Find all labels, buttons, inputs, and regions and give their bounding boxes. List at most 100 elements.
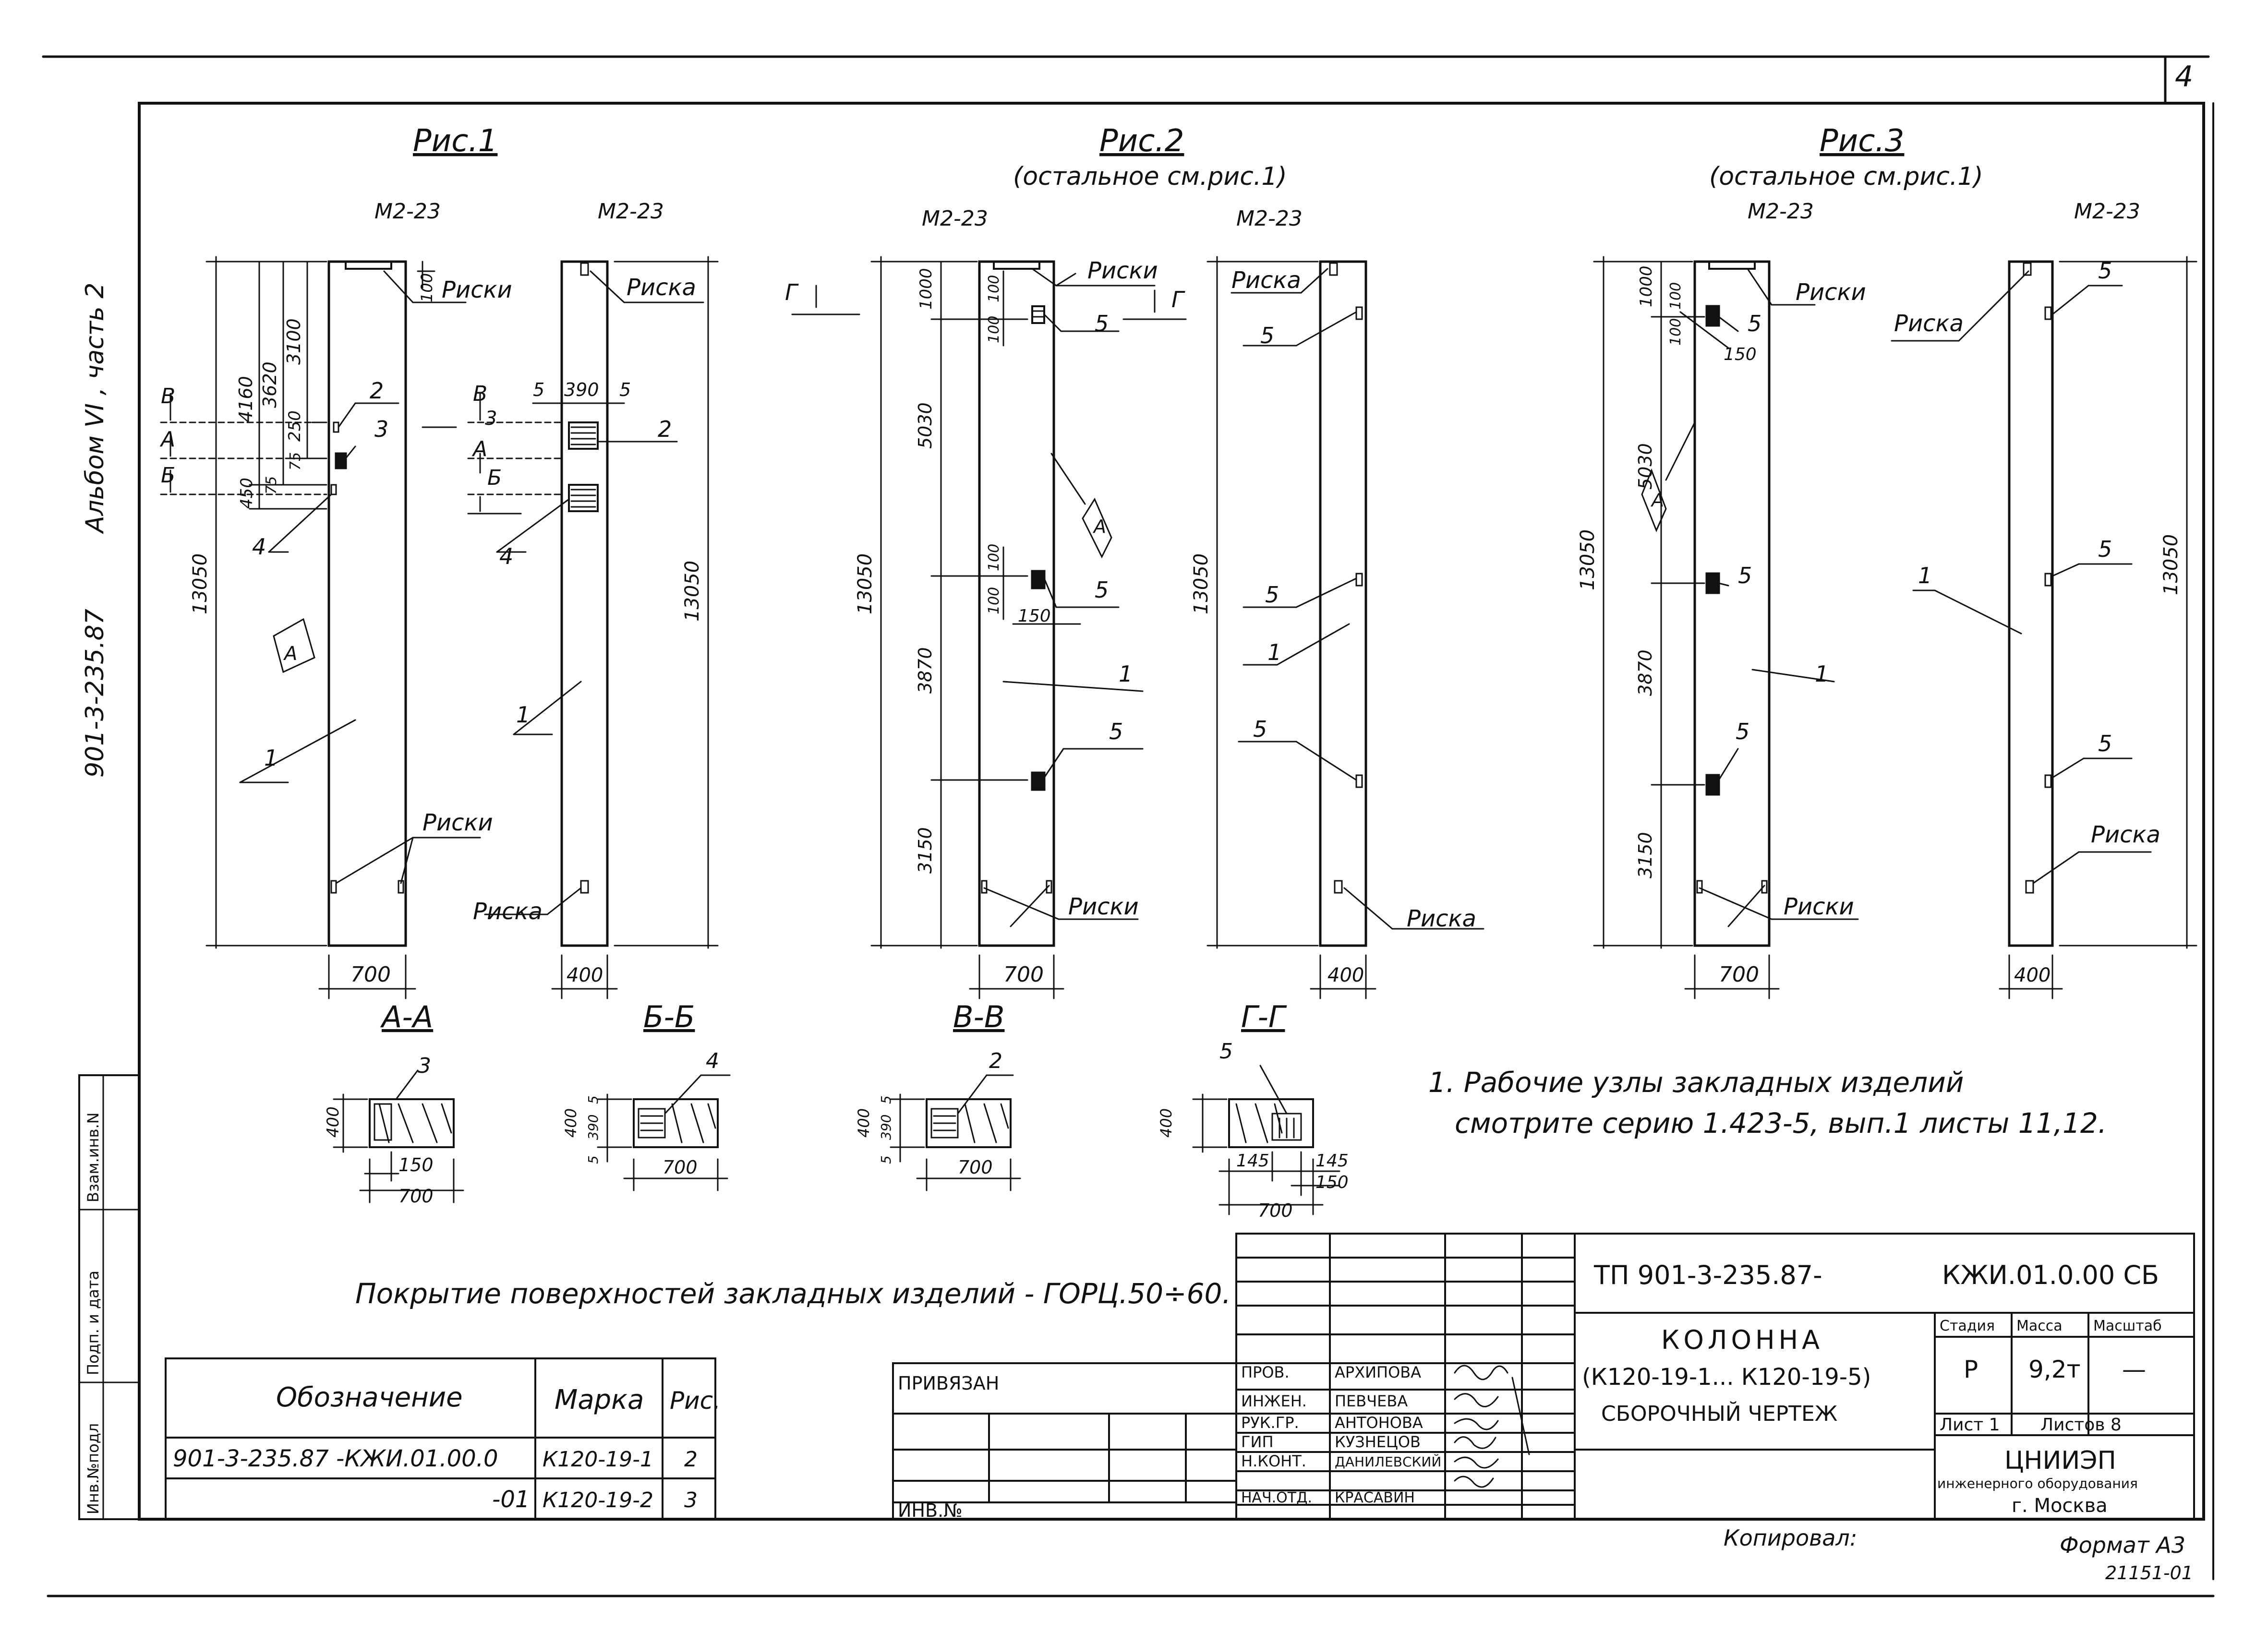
fig2s-riska-top: Риска bbox=[1231, 267, 1301, 294]
vv-dim-5b: 5 bbox=[878, 1155, 894, 1164]
fig1-callout-3: 3 bbox=[374, 416, 388, 442]
section-gg bbox=[1192, 1065, 1340, 1215]
bb-callout-4: 4 bbox=[706, 1049, 719, 1073]
vv-dim-400: 400 bbox=[855, 1108, 873, 1138]
tb-name-1: ПЕВЧЕВА bbox=[1335, 1392, 1408, 1410]
section-gg-title: Г-Г bbox=[1241, 999, 1287, 1034]
fig3-riski-top: Риски bbox=[1796, 279, 1866, 306]
fig2-callout-5b: 5 bbox=[1095, 577, 1109, 603]
fig2s-dim-400: 400 bbox=[1327, 964, 1364, 986]
fig1s-riska-bottom: Риска bbox=[473, 898, 543, 925]
fig2-callout-1: 1 bbox=[1119, 661, 1133, 687]
fig1s-dim-400: 400 bbox=[567, 964, 603, 986]
tb-name-3: КУЗНЕЦОВ bbox=[1335, 1433, 1421, 1451]
fig1-dimension-lines bbox=[160, 256, 481, 999]
gg-dim-700: 700 bbox=[1258, 1200, 1293, 1221]
tb-scale-label: Масштаб bbox=[2093, 1318, 2162, 1334]
fig3-note: (остальное см.рис.1) bbox=[1709, 162, 1983, 191]
fig3-callout-5a: 5 bbox=[1748, 311, 1761, 336]
fig1s-callout-4: 4 bbox=[499, 543, 513, 569]
spec-row2-fig: 3 bbox=[684, 1488, 698, 1512]
fig3-dim-150: 150 bbox=[1724, 345, 1757, 364]
fig3-dim-700: 700 bbox=[1719, 962, 1759, 987]
spec-header-designation: Обозначение bbox=[276, 1382, 463, 1413]
fig1s-cut-a: А bbox=[471, 437, 487, 461]
fig1-dim-75a: 75 bbox=[287, 452, 304, 470]
fig1-callout-4: 4 bbox=[252, 534, 266, 560]
gg-dim-400: 400 bbox=[1157, 1108, 1175, 1138]
fig3-dimension-lines bbox=[1593, 256, 1859, 999]
fig3-riski-bottom: Риски bbox=[1784, 893, 1854, 920]
fig1-front-view bbox=[327, 260, 407, 947]
tb-mass: 9,2т bbox=[2028, 1356, 2081, 1383]
note-line1: 1. Рабочие узлы закладных изделий bbox=[1428, 1066, 1964, 1099]
fig1-cut-a: А bbox=[159, 427, 175, 452]
fig1s-dim-5b: 5 bbox=[619, 379, 631, 400]
fig1-dim-250: 250 bbox=[285, 410, 304, 442]
tb-name-4: ДАНИЛЕВСКИЙ bbox=[1335, 1453, 1441, 1470]
fig1s-dim-390: 390 bbox=[564, 379, 599, 400]
bb-dim-5b: 5 bbox=[585, 1155, 601, 1164]
tb-name-0: АРХИПОВА bbox=[1335, 1363, 1421, 1381]
aa-dim-700: 700 bbox=[398, 1186, 434, 1207]
fig3s-riska-bottom: Риска bbox=[2091, 821, 2160, 848]
fig3-callout-5b: 5 bbox=[1738, 563, 1752, 588]
tb-role-0: ПРОВ. bbox=[1241, 1363, 1290, 1381]
vv-dim-390: 390 bbox=[878, 1115, 894, 1140]
spec-table bbox=[165, 1357, 716, 1520]
fig1-side-view bbox=[560, 260, 609, 947]
fig2-dim-100c: 100 bbox=[986, 544, 1002, 571]
fig1-side-dimensions bbox=[422, 256, 719, 999]
fig2-m223: М2-23 bbox=[922, 206, 988, 231]
tb-doc-code: ТП 901-3-235.87- bbox=[1593, 1260, 1822, 1290]
fig2-dim-13050: 13050 bbox=[854, 553, 876, 614]
signature-scribbles bbox=[1454, 1365, 1530, 1488]
aa-callout-3: 3 bbox=[418, 1054, 431, 1078]
spec-row2-designation: -01 bbox=[492, 1486, 530, 1513]
fig1-dim-13050: 13050 bbox=[189, 553, 211, 614]
fig1s-callout-1: 1 bbox=[516, 702, 530, 728]
fig3s-callout-1: 1 bbox=[1918, 563, 1932, 588]
fig1-dim-3100: 3100 bbox=[283, 318, 304, 365]
spec-header-mark: Марка bbox=[555, 1384, 644, 1416]
tb-role-5: НАЧ.ОТД. bbox=[1241, 1489, 1312, 1506]
fig1-m223: М2-23 bbox=[374, 199, 441, 224]
section-vv bbox=[890, 1074, 1021, 1191]
fig1s-callout-3: 3 bbox=[485, 408, 497, 430]
fig1-dim-100: 100 bbox=[418, 273, 436, 302]
fig3-dim-5030: 5030 bbox=[1635, 443, 1656, 490]
footer-copied: Копировал: bbox=[1724, 1525, 1857, 1551]
tb-object-type: СБОРОЧНЫЙ ЧЕРТЕЖ bbox=[1601, 1401, 1837, 1426]
fig3s-dim-400: 400 bbox=[2014, 964, 2051, 986]
fig1-callout-2: 2 bbox=[370, 378, 384, 404]
fig1-cut-v: В bbox=[161, 384, 175, 408]
aa-dim-400: 400 bbox=[324, 1106, 343, 1138]
stamp-cell-podp: Подп. и дата bbox=[84, 1271, 102, 1375]
tb-org3: г. Москва bbox=[2012, 1495, 2108, 1517]
footer-format: Формат А3 bbox=[2060, 1532, 2185, 1558]
tb-doc-mark: КЖИ.01.0.00 СБ bbox=[1942, 1260, 2159, 1290]
fig2-front-view bbox=[978, 260, 1055, 947]
tb-role-4: Н.КОНТ. bbox=[1241, 1452, 1306, 1470]
stamp-cell-vzam: Взам.инв.N bbox=[84, 1112, 102, 1202]
fig1s-m223: М2-23 bbox=[598, 199, 664, 224]
fig2-riski-bottom: Риски bbox=[1068, 893, 1139, 920]
fig3-dim-1000: 1000 bbox=[1637, 265, 1656, 307]
gg-dim-150: 150 bbox=[1315, 1173, 1349, 1192]
fig1-dim-700: 700 bbox=[350, 962, 391, 987]
fig2s-callout-5a: 5 bbox=[1260, 323, 1274, 348]
fig1-dim-4160: 4160 bbox=[235, 376, 256, 422]
note-coating: Покрытие поверхностей закладных изделий … bbox=[355, 1277, 1231, 1310]
tb-object-range: (К120-19-1... К120-19-5) bbox=[1582, 1364, 1871, 1391]
fig3-side-dimensions bbox=[1891, 256, 2197, 999]
fig1s-riska-top: Риска bbox=[627, 274, 696, 301]
fig2s-callout-5c: 5 bbox=[1253, 716, 1267, 742]
fig2-dim-100b: 100 bbox=[986, 316, 1002, 343]
fig1-dim-3620: 3620 bbox=[259, 361, 280, 408]
fig1-mark-a: А bbox=[283, 643, 297, 665]
fig2s-callout-5b: 5 bbox=[1265, 582, 1279, 608]
fig2-side-dimensions bbox=[1206, 256, 1484, 999]
left-stamp bbox=[78, 1074, 140, 1520]
fig3-front-view bbox=[1693, 260, 1771, 947]
